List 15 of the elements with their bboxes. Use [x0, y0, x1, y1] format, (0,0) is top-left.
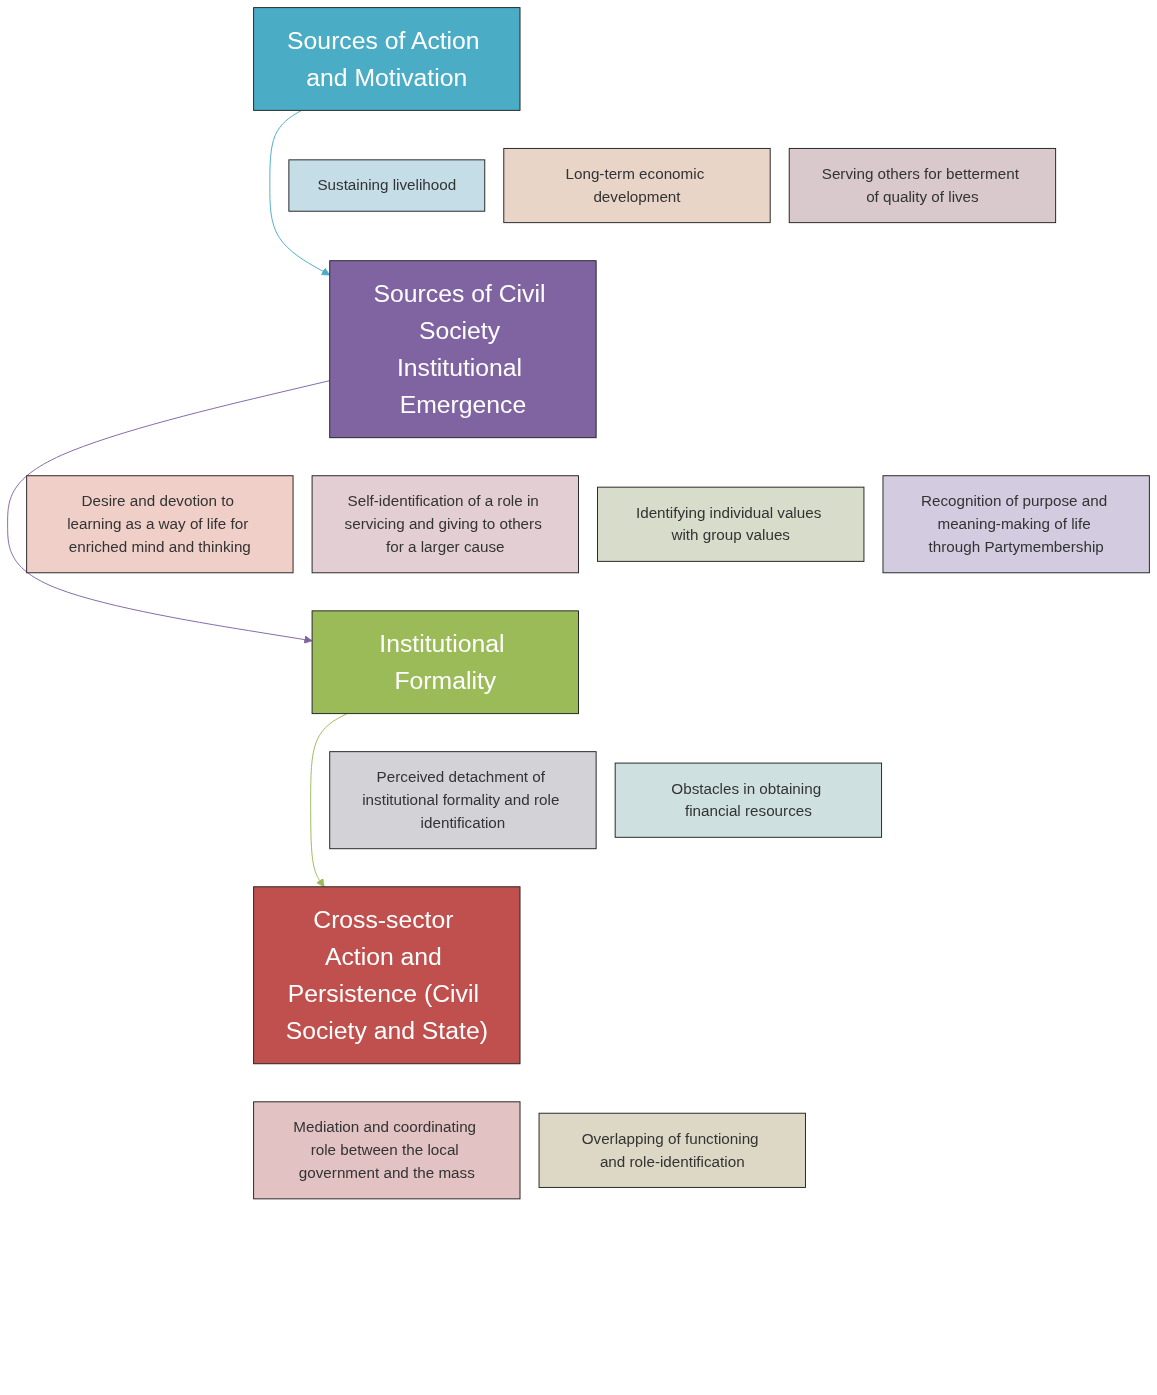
node-box: Mediation and coordinating role between the local government and the mass — [253, 1101, 521, 1200]
node-box: Cross-sector Action and Persistence (Civil Society and State) — [253, 886, 521, 1065]
node-box: Overlapping of functioning and role-identification — [538, 1112, 806, 1188]
node-box: Obstacles in obtaining financial resources — [614, 762, 883, 838]
node-box: Long-term economic development — [503, 147, 771, 224]
node-box: Perceived detachment of institutional formality and role identification — [329, 751, 597, 850]
node-box: Sources of Action and Motivation — [253, 7, 521, 111]
node-box: Institutional Formality — [311, 610, 579, 715]
node-box: Self-identification of a role in servicing and giving to others for a larger cause — [311, 475, 579, 574]
node-box: Sources of Civil Society Institutional Emergence — [329, 260, 597, 439]
node-box: Sustaining livelihood — [288, 159, 486, 212]
node-box: Identifying individual values with group values — [597, 486, 865, 562]
node-box: Recognition of purpose and meaning-making of life through Partymembership — [882, 475, 1150, 574]
node-box: Serving others for betterment of quality of lives — [788, 147, 1057, 224]
node-box: Desire and devotion to learning as a way of life for enriched mind and thinking — [26, 475, 294, 574]
